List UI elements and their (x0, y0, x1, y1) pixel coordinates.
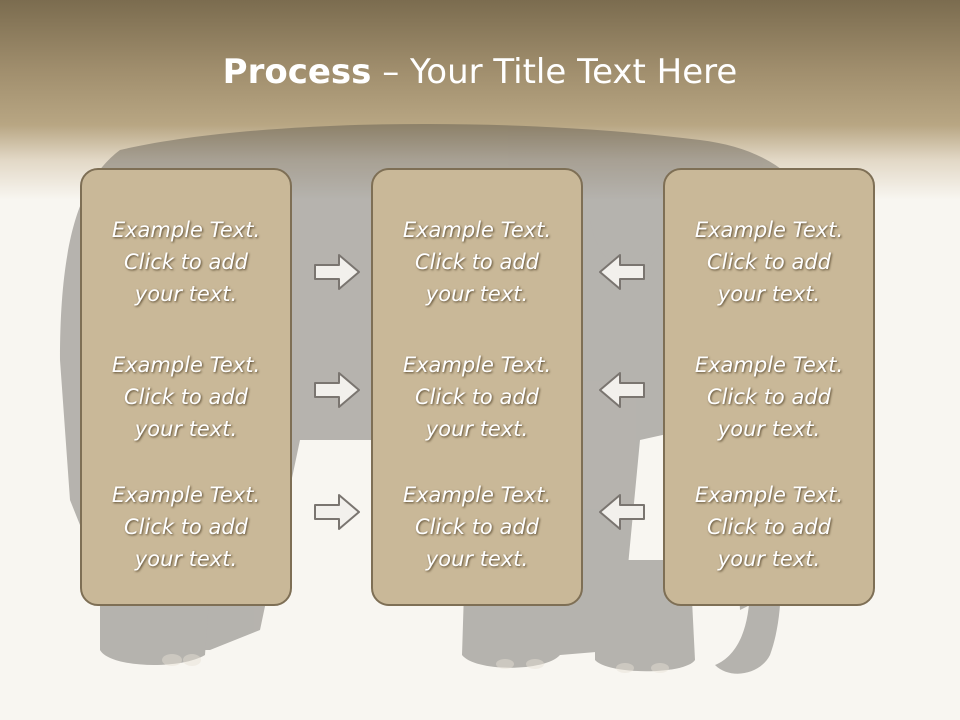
arrow-left-icon (599, 372, 645, 408)
box-text[interactable]: Example Text. Click to add your text. (694, 483, 844, 571)
arrow-left-icon (599, 254, 645, 290)
title-dash: – (371, 52, 411, 92)
box-text[interactable]: Example Text. Click to add your text. (402, 483, 552, 571)
box-text[interactable]: Example Text. Click to add your text. (111, 218, 261, 306)
box-text[interactable]: Example Text. Click to add your text. (694, 353, 844, 441)
process-box-right[interactable]: Example Text. Click to add your text. Ex… (663, 168, 875, 606)
box-text[interactable]: Example Text. Click to add your text. (694, 218, 844, 306)
arrow-left-icon (599, 494, 645, 530)
box-text[interactable]: Example Text. Click to add your text. (111, 353, 261, 441)
arrow-right-icon (314, 372, 360, 408)
box-text[interactable]: Example Text. Click to add your text. (111, 483, 261, 571)
title-bold: Process (222, 52, 372, 92)
process-box-left[interactable]: Example Text. Click to add your text. Ex… (80, 168, 292, 606)
arrow-right-icon (314, 254, 360, 290)
box-text[interactable]: Example Text. Click to add your text. (402, 353, 552, 441)
process-box-center[interactable]: Example Text. Click to add your text. Ex… (371, 168, 583, 606)
slide-title[interactable]: Process – Your Title Text Here (0, 52, 960, 92)
arrow-right-icon (314, 494, 360, 530)
header-band (0, 0, 960, 200)
title-rest: Your Title Text Here (410, 52, 738, 92)
box-text[interactable]: Example Text. Click to add your text. (402, 218, 552, 306)
